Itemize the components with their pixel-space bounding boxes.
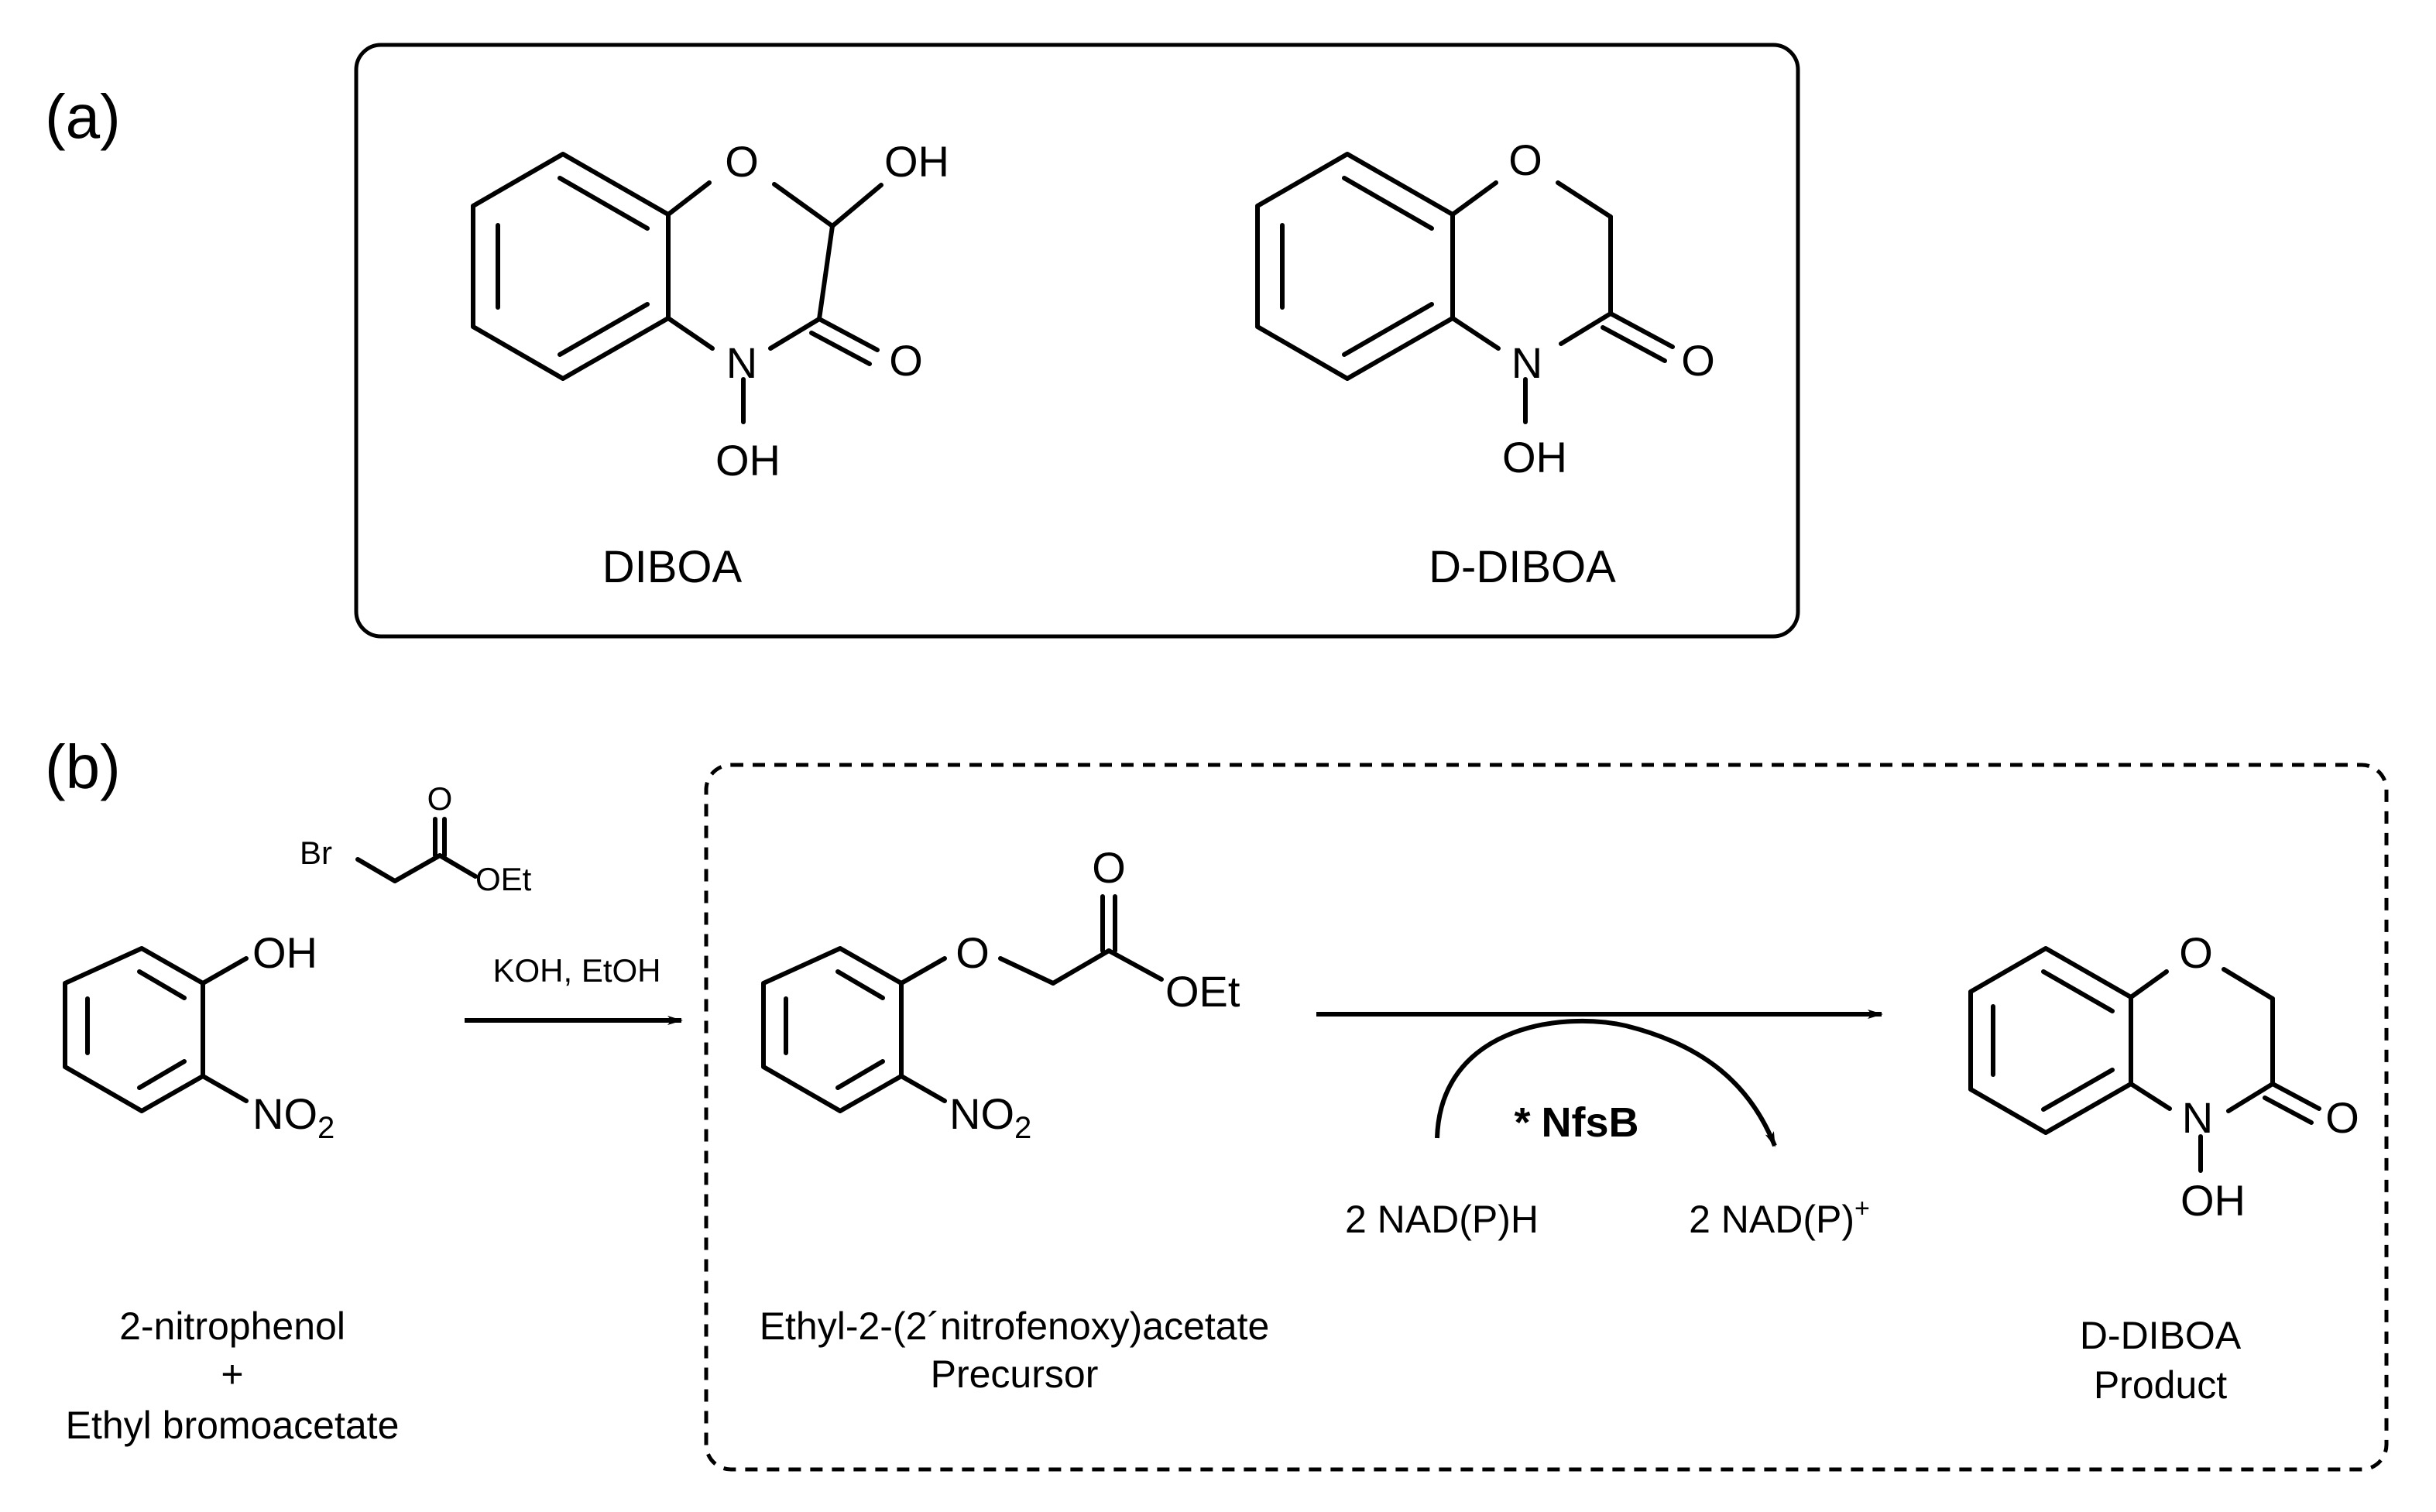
product-name: D-DIBOA (2080, 1314, 2242, 1357)
enzymatic-step-frame (704, 763, 2389, 1472)
panel-a-frame (354, 43, 1800, 639)
diboa-carbonyl-oxygen: O (889, 336, 923, 385)
product-ring-oxygen: O (2179, 928, 2213, 977)
product-n-hydroxyl: OH (2180, 1176, 2246, 1225)
diboa-hydroxyl: OH (884, 137, 949, 186)
cofactor-reduced: 2 NAD(P)H (1345, 1198, 1539, 1241)
d-diboa-nitrogen: N (1511, 338, 1542, 387)
product-nitrogen: N (2182, 1093, 2213, 1142)
precursor-ethoxy: OEt (1165, 967, 1240, 1016)
start-material-name-1: 2-nitrophenol (119, 1305, 345, 1348)
diboa-structure: O OH O N OH (471, 137, 949, 485)
diboa-name: DIBOA (602, 542, 743, 592)
diboa-nitrogen: N (726, 338, 757, 387)
2-nitrophenol-structure: OH NO2 (63, 928, 335, 1145)
precursor-carbonyl-oxygen: O (1092, 843, 1126, 892)
precursor-ether-oxygen: O (956, 928, 990, 977)
precursor-structure: O O OEt NO2 (761, 843, 1240, 1145)
reagent-ethoxy: OEt (475, 861, 532, 897)
cofactor-curved-arrow (1435, 1018, 1777, 1147)
diboa-ring-oxygen: O (725, 137, 759, 186)
nitrophenol-hydroxyl: OH (252, 928, 317, 977)
panel-b-label: (b) (45, 732, 121, 801)
product-d-diboa-structure: O O N OH (1968, 928, 2359, 1225)
precursor-nitro: NO2 (949, 1089, 1031, 1145)
enzyme-label: *NfsB (1514, 1099, 1638, 1146)
reagent-bromine: Br (300, 835, 332, 871)
precursor-name: Ethyl-2-(2´nitrofenoxy)acetate (760, 1305, 1270, 1348)
reaction-conditions: KOH, EtOH (492, 952, 660, 989)
d-diboa-name: D-DIBOA (1429, 542, 1616, 592)
start-material-plus: + (221, 1353, 243, 1396)
d-diboa-n-hydroxyl: OH (1502, 433, 1567, 482)
product-role: Product (2094, 1363, 2227, 1407)
precursor-role: Precursor (931, 1353, 1099, 1396)
nitrophenol-nitro: NO2 (252, 1089, 335, 1145)
start-material-name-2: Ethyl bromoacetate (66, 1404, 400, 1447)
product-carbonyl-oxygen: O (2325, 1093, 2359, 1142)
reagent-carbonyl-oxygen: O (427, 780, 453, 817)
diboa-n-hydroxyl: OH (715, 436, 781, 485)
panel-a-label: (a) (45, 82, 121, 151)
d-diboa-ring-oxygen: O (1508, 135, 1542, 184)
d-diboa-carbonyl-oxygen: O (1681, 336, 1715, 385)
d-diboa-structure: O O N OH (1255, 135, 1715, 482)
ethyl-bromoacetate-structure: Br O OEt (300, 780, 532, 897)
cofactor-oxidized: 2 NAD(P)+ (1689, 1194, 1870, 1241)
